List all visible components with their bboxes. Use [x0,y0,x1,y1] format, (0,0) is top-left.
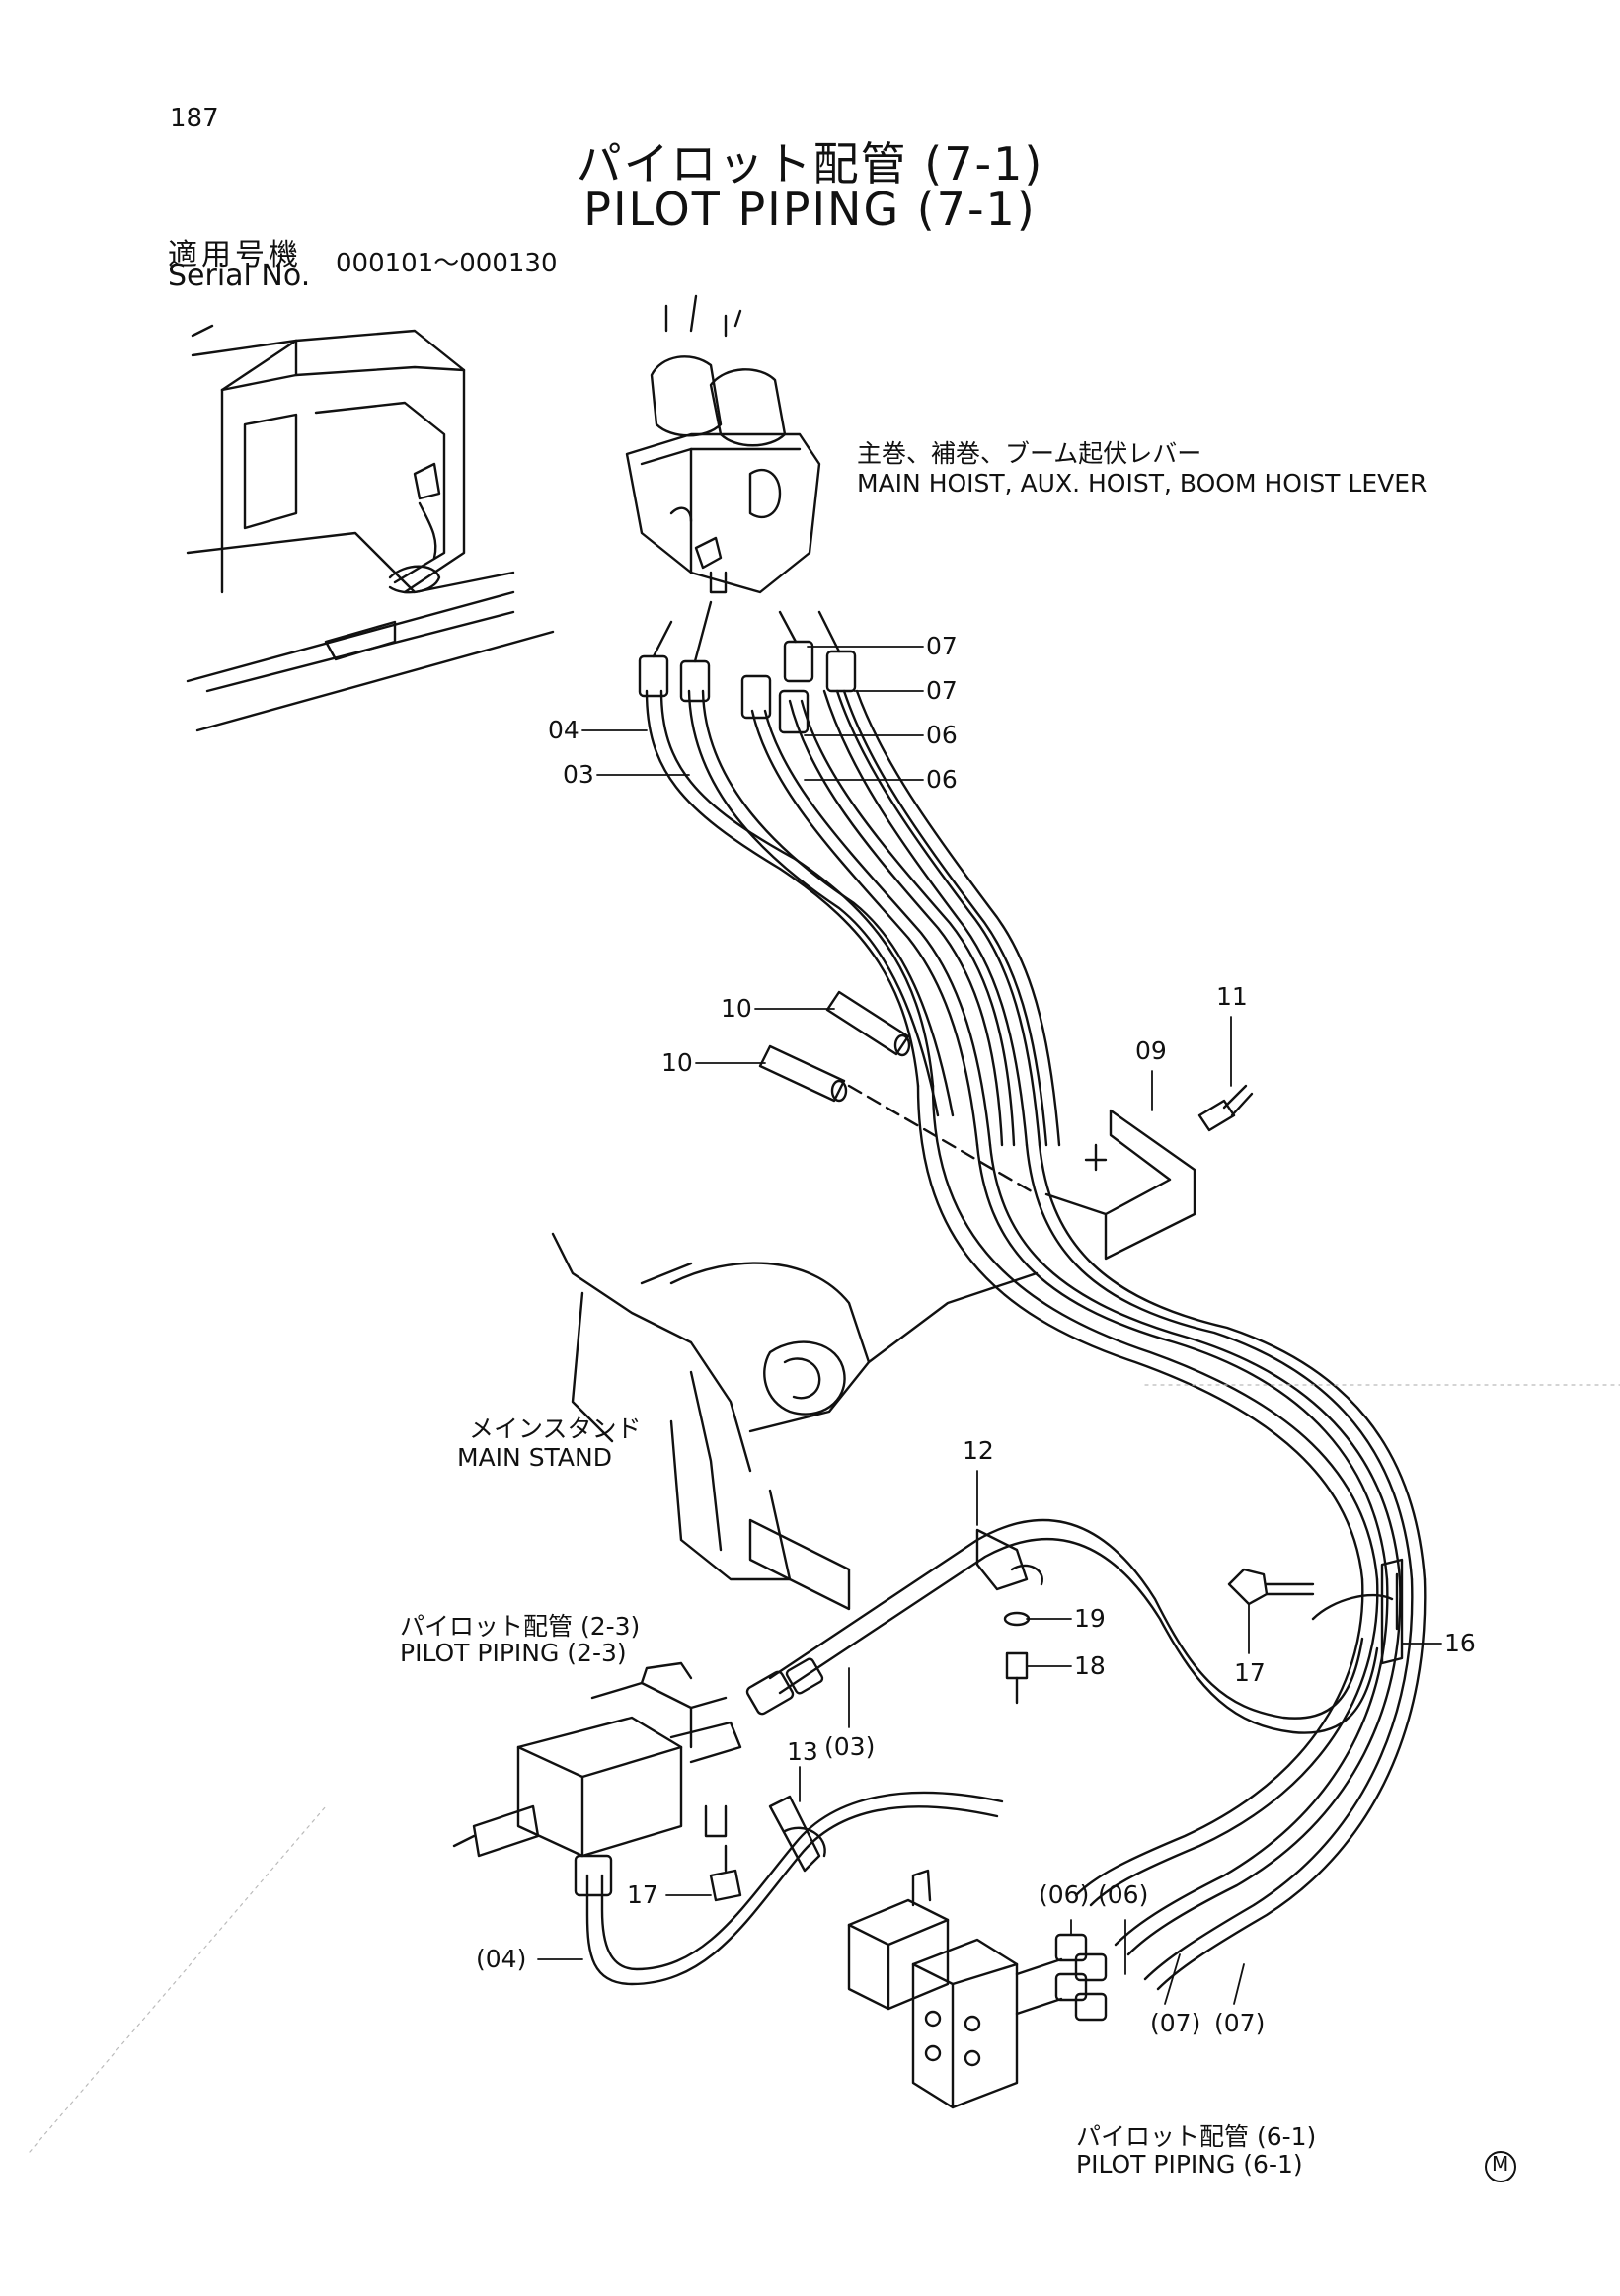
main-stand-label-ja: メインスタンド [469,1415,642,1443]
part-number: 16 [1444,1629,1476,1657]
protector-tubes [758,990,1039,1196]
part-number: 12 [963,1436,994,1465]
serial-range: 000101～000130 [336,249,558,278]
main-stand [551,1232,1039,1611]
lever-label: MAIN HOIST, AUX. HOIST, BOOM HOIST LEVER [857,469,1427,497]
main-stand-label: MAIN STAND [457,1443,612,1472]
part-number: 13 [787,1737,818,1766]
part-number: 10 [721,994,752,1023]
leader-lines [537,646,1442,2005]
part-number: 04 [548,716,579,744]
part-number: 07 [926,632,958,660]
page-title-ja: パイロット配管 (7-1) [576,137,1044,191]
page-title: PILOT PIPING (7-1) [583,183,1037,236]
part-number: 06 [926,721,958,749]
mark-circle [1485,2151,1516,2182]
bolt-17-right [1227,1568,1399,1631]
ref-2-3-label-ja: パイロット配管 (2-3) [400,1612,641,1641]
part-number: 09 [1135,1036,1167,1065]
mark-letter: M [1492,2152,1509,2176]
valve-block-6-1 [847,1869,1108,2109]
part-number: (03) [824,1732,876,1761]
bracket [1044,1084,1254,1261]
hose-bundle [645,689,1427,1991]
page-number: 187 [170,104,219,133]
hose-03-lower [745,1518,1379,1734]
part-number: (04) [476,1945,527,1973]
machine-overview-sketch [186,324,555,732]
part-number: 03 [563,760,594,789]
part-number: (06) [1098,1880,1149,1909]
valve-block-2-3 [452,1661,742,1858]
part-number: 06 [926,765,958,794]
hose-04-lower [574,1791,1004,1986]
lever-valve [625,294,821,594]
part-number: 10 [661,1048,693,1077]
ref-6-1-label-ja: パイロット配管 (6-1) [1076,2122,1317,2151]
part-number: 17 [1234,1658,1266,1687]
serial-label: Serial No. [168,259,311,293]
part-number: (07) [1150,2009,1201,2037]
lever-label-ja: 主巻、補巻、ブーム起伏レバー [857,439,1202,468]
part-number: 07 [926,676,958,705]
faint-lines [29,1384,1620,2153]
serial-label-ja: 適用号機 [168,238,302,272]
clamp-16 [1311,1558,1404,1665]
ref-6-1-label: PILOT PIPING (6-1) [1076,2150,1303,2179]
part-number: 11 [1216,982,1248,1011]
bolt-17-left [709,1844,742,1902]
part-number: 18 [1074,1651,1106,1680]
part-number: (07) [1214,2009,1266,2037]
ref-2-3-label: PILOT PIPING (2-3) [400,1639,627,1667]
part-number: (06) [1039,1880,1090,1909]
part-number: 19 [1074,1604,1106,1633]
hose-fittings-top [638,600,857,734]
part-number: 17 [627,1880,658,1909]
